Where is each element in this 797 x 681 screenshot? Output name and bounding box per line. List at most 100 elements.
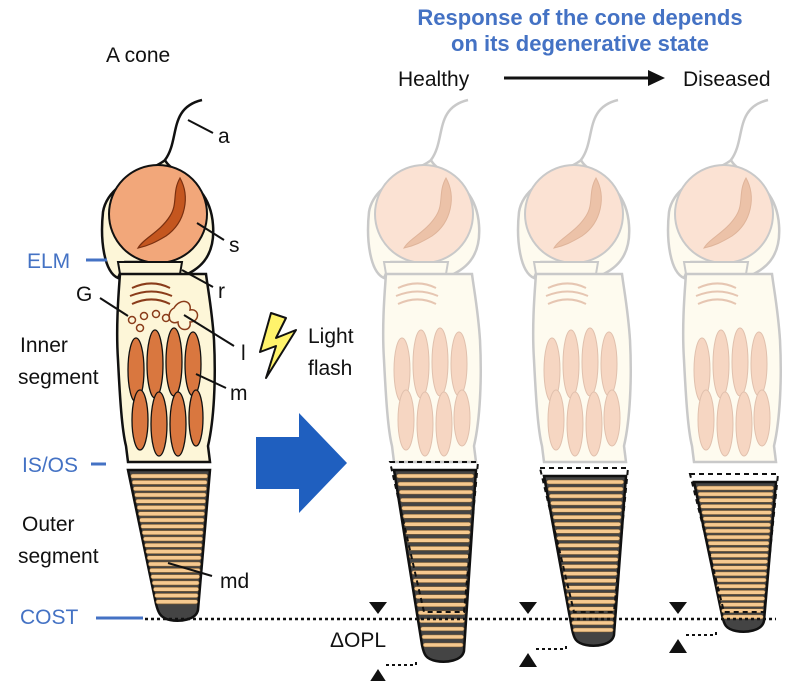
ghost-disc — [415, 594, 467, 599]
ghost-disc — [568, 606, 615, 612]
inner-segment-label-2: segment — [18, 366, 99, 389]
disc — [141, 530, 204, 536]
ghost-disc — [414, 586, 467, 591]
label-golgi: G — [76, 283, 92, 306]
ghost-mitochondrion — [585, 391, 603, 457]
ghost-mitochondrion — [753, 389, 771, 447]
ghost-disc — [711, 559, 768, 564]
label-axon: a — [218, 125, 230, 148]
ghost-elm — [532, 261, 600, 275]
ghost-disc — [706, 534, 770, 540]
elm-label: ELM — [27, 250, 70, 273]
ghost-disc — [571, 620, 614, 626]
ghost-disc — [421, 634, 464, 640]
ghost-disc — [401, 505, 472, 511]
ghost-disc — [400, 497, 473, 503]
ghost-disc — [720, 602, 765, 607]
disc — [143, 536, 203, 542]
ghost-axon — [429, 98, 469, 161]
outer-segment-label-1: Outer — [22, 513, 75, 536]
ghost-disc — [563, 578, 617, 583]
ghost-disc — [703, 522, 771, 528]
ghost-disc — [561, 564, 618, 569]
ghost-golgi — [545, 290, 589, 297]
ghost-mitochondrion — [566, 391, 584, 457]
ghost-mitochondrion — [412, 329, 430, 399]
ghost-disc — [702, 516, 772, 521]
ghost-disc — [572, 627, 614, 633]
ghost-disc — [546, 479, 624, 485]
axon — [163, 98, 203, 161]
ghost-resting-outline — [538, 467, 630, 613]
outer-segment-label-2: segment — [18, 545, 99, 568]
ghost-disc — [412, 578, 468, 583]
ghost-cone — [366, 98, 482, 681]
disc — [155, 599, 198, 605]
ghost-disc — [416, 602, 466, 607]
mitochondria — [127, 327, 204, 457]
displacement-line — [536, 645, 567, 650]
marker-up-icon — [519, 653, 537, 667]
ghost-disc — [562, 571, 618, 576]
elm-band — [116, 261, 184, 275]
ghost-axon — [729, 98, 769, 161]
ghost-disc — [407, 546, 470, 551]
ghost-disc — [705, 528, 771, 534]
ghost-disc — [406, 538, 470, 543]
diseased-label: Diseased — [683, 68, 771, 91]
chromatin — [136, 176, 186, 249]
ghost-disc — [570, 613, 615, 619]
ghost-disc — [708, 547, 769, 552]
healthy-label: Healthy — [398, 68, 470, 91]
marker-up-icon — [669, 639, 687, 653]
nucleus — [108, 164, 208, 264]
ghost-mitochondrion — [600, 331, 618, 397]
ghost-disc — [699, 498, 773, 503]
ghost-mitochondrion — [581, 327, 599, 397]
ghost-disc — [556, 536, 620, 541]
marker-down-icon — [369, 602, 387, 614]
ghost-cones — [366, 98, 782, 681]
ghost-mitochondrion — [416, 391, 434, 457]
ghost-golgi — [547, 298, 587, 305]
golgi — [129, 282, 173, 305]
disc — [135, 498, 206, 504]
ghost-disc — [397, 481, 474, 487]
ghost-disc — [715, 577, 767, 583]
disc — [131, 479, 208, 485]
title-line-1: Response of the cone depends — [417, 5, 742, 30]
cone-heading: A cone — [106, 44, 170, 67]
disc — [138, 511, 205, 517]
ghost-golgi — [547, 282, 587, 289]
title-line-2: on its degenerative state — [451, 31, 709, 56]
ghost-disc — [396, 473, 474, 479]
ghost-disc — [716, 583, 767, 589]
disc — [154, 593, 199, 598]
disc — [139, 517, 205, 523]
ghost-golgi — [695, 290, 739, 297]
ghost-nucleus — [674, 164, 774, 264]
ghost-disc — [565, 585, 617, 590]
inner-segment-label-1: Inner — [20, 334, 68, 357]
ghost-disc — [409, 554, 469, 559]
ghost-disc — [403, 522, 471, 527]
ghost-disc — [567, 599, 616, 605]
ghost-disc — [547, 486, 624, 492]
ghost-resting-outline — [388, 461, 480, 613]
ghost-disc — [557, 543, 620, 548]
progression-arrow-head — [648, 70, 665, 86]
disc — [130, 473, 208, 479]
ghost-mitochondrion — [735, 391, 753, 457]
layer-labels: ELM IS/OS COST — [20, 250, 143, 629]
label-membrane-discs: md — [220, 570, 249, 593]
marker-up-icon — [370, 669, 386, 681]
ghost-elm — [382, 261, 450, 275]
stimulus-label-1: Light — [308, 325, 354, 348]
outer-segment — [126, 468, 212, 622]
delta-opl-label: ΔOPL — [330, 629, 386, 652]
ghost-disc — [552, 514, 622, 520]
ghost-disc — [422, 642, 464, 648]
disc — [151, 580, 200, 586]
ghost-mitochondrion — [431, 327, 449, 397]
